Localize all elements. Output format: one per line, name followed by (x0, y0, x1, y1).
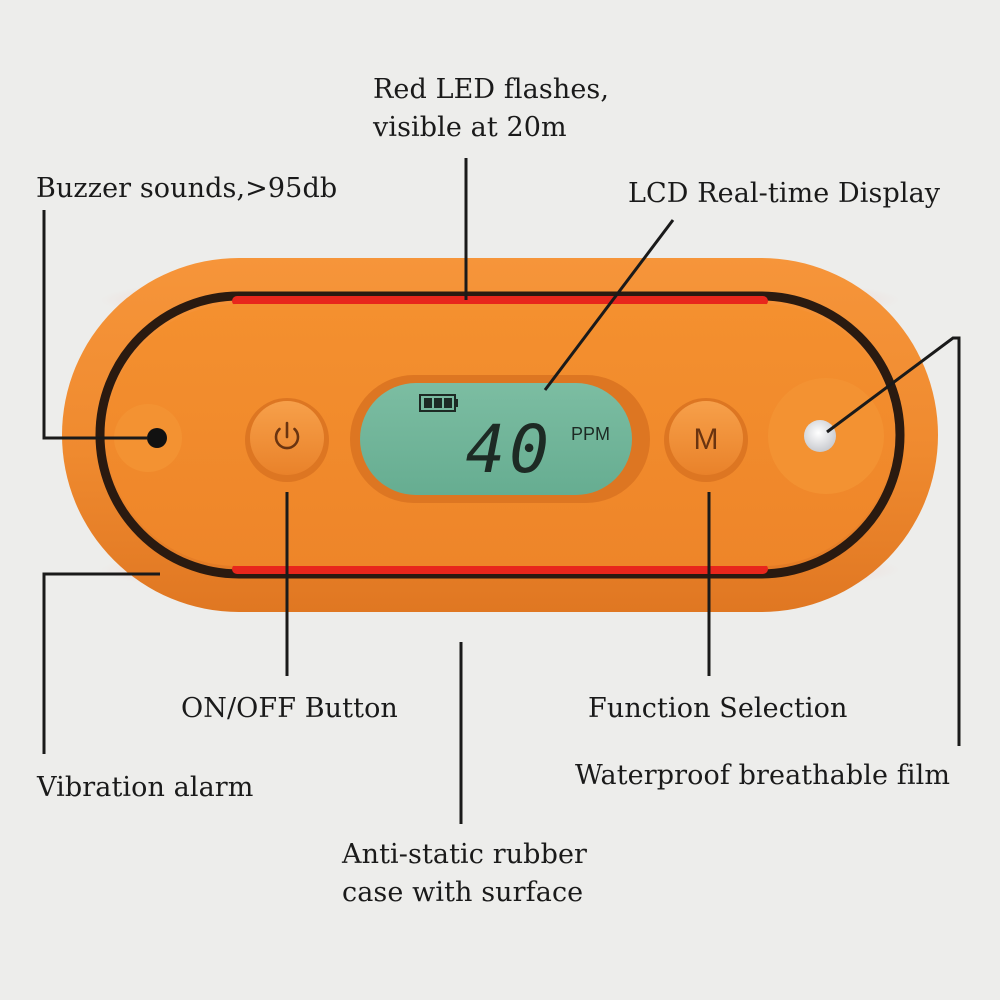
battery-full-icon (419, 394, 458, 412)
gas-reading: 40 (466, 411, 553, 488)
led-strip-top (232, 296, 768, 306)
power-icon (274, 421, 300, 450)
film-callout-label: Waterproof breathable film (575, 760, 951, 791)
mode-button-label: M (694, 423, 719, 456)
case-callout-line2: case with surface (342, 877, 584, 908)
unit-label: PPM (571, 424, 610, 444)
film-callout-line (826, 336, 961, 746)
lcd-callout-label: LCD Real-time Display (628, 178, 941, 209)
callout-lines (42, 158, 961, 824)
led-callout-line1: Red LED flashes, (373, 74, 610, 105)
buzzer-callout-line (42, 210, 148, 440)
function-callout-label: Function Selection (588, 693, 848, 724)
led-callout-label: Red LED flashes, visible at 20m (373, 71, 653, 147)
buzzer-hole (147, 428, 167, 448)
mode-button[interactable] (669, 401, 743, 475)
led-strip-bottom (232, 564, 768, 574)
vibration-callout-label: Vibration alarm (37, 772, 254, 803)
onoff-callout-label: ON/OFF Button (181, 693, 398, 724)
buzzer-callout-label: Buzzer sounds,>95db (36, 173, 338, 204)
breathable-film (804, 420, 836, 452)
led-callout-line2: visible at 20m (373, 112, 567, 143)
vibration-callout-line (42, 572, 160, 754)
lcd-callout-line (543, 219, 675, 391)
case-callout-line1: Anti-static rubber (342, 839, 588, 870)
case-callout-label: Anti-static rubber case with surface (342, 836, 587, 912)
